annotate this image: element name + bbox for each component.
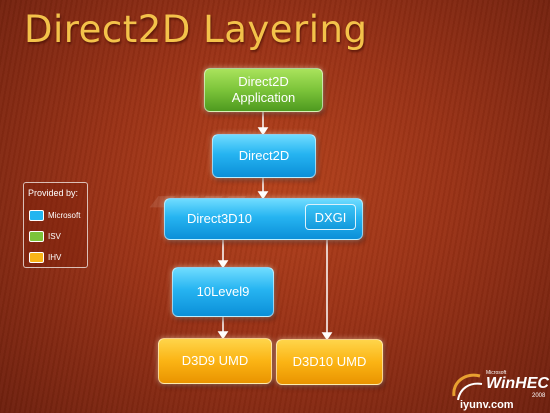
legend-label-microsoft: Microsoft [48,211,81,220]
node-10level9: 10Level9 [172,267,274,317]
node-dxgi: DXGI [305,204,356,230]
winhec-swirl-icon [452,373,483,401]
node-direct2d: Direct2D [212,134,316,178]
slide-title: Direct2D Layering [24,8,368,51]
legend-item-isv: ISV [29,231,61,242]
arrowhead-direct2d-to-direct3d10 [257,191,269,200]
node-direct2d-application: Direct2D Application [204,68,323,112]
legend-swatch-isv [29,231,44,242]
logo-winhec-text: WinHEC [486,375,549,392]
logo-year-text: 2008 [532,393,546,399]
legend-label-isv: ISV [48,232,61,241]
legend-label-ihv: IHV [48,253,62,262]
logo-url-text: iyunv.com [460,399,514,411]
legend-item-microsoft: Microsoft [29,210,80,221]
legend-swatch-ihv [29,252,44,263]
arrowhead-app-to-direct2d [257,127,269,136]
arrowhead-10level9-to-d3d9umd [217,331,229,340]
logo-microsoft-text: Microsoft [486,370,507,376]
legend-swatch-microsoft [29,210,44,221]
node-d3d9-umd: D3D9 UMD [158,338,272,384]
arrowhead-direct3d10-to-10level9 [217,260,229,269]
legend-item-ihv: IHV [29,252,61,263]
winhec-logo: Microsoft WinHEC 2008 iyunv.com [448,366,549,412]
node-direct3d10-label: Direct3D10 [187,211,253,226]
node-d3d10-umd: D3D10 UMD [276,339,383,385]
arrowhead-dxgi-to-d3d10umd [321,332,333,341]
legend: Provided by: Microsoft ISV IHV [23,182,88,268]
legend-title: Provided by: [28,188,79,198]
